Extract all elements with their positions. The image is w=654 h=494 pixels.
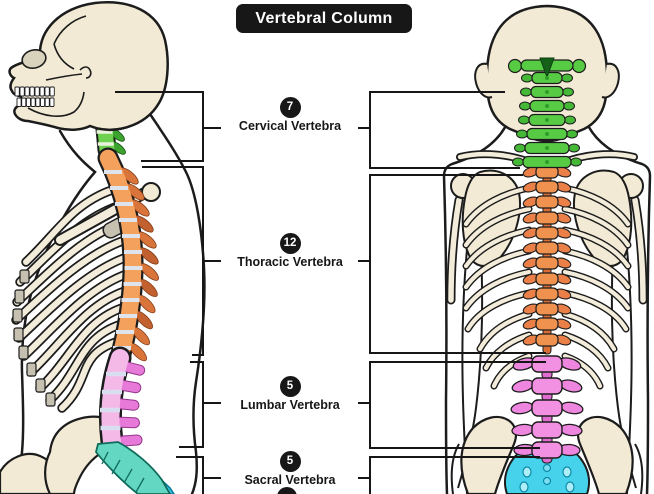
label-thoracic: 12 Thoracic Vertebra	[210, 233, 370, 270]
cervical-count-badge: 7	[279, 97, 301, 118]
thoracic-label: Thoracic Vertebra	[237, 255, 343, 269]
cervical-spine-back	[507, 57, 587, 169]
thoracic-count-badge: 12	[279, 233, 301, 254]
label-cervical: 7 Cervical Vertebra	[210, 97, 370, 134]
lumbar-spine-back	[510, 355, 584, 464]
ribs-side	[11, 185, 132, 413]
costal-cartilage-blocks	[12, 269, 56, 407]
skull-side	[8, 1, 169, 131]
sacral-spine-side	[95, 441, 175, 494]
teeth	[14, 86, 55, 107]
lumbar-count-badge: 5	[279, 376, 301, 397]
sacral-label: Sacral Vertebra	[244, 473, 336, 487]
title-banner: Vertebral Column	[236, 4, 412, 33]
back-view-figure	[442, 4, 652, 494]
label-lumbar: 5 Lumbar Vertebra	[210, 376, 370, 413]
lumbar-label: Lumbar Vertebra	[240, 398, 340, 412]
lumbar-spine-side	[98, 346, 146, 454]
sacral-count-badge: 5	[279, 451, 301, 472]
coccyx-count-badge-partial	[277, 487, 297, 494]
label-sacral: 5 Sacral Vertebra	[210, 451, 370, 488]
ear-right	[601, 62, 620, 99]
eye-socket	[21, 48, 47, 70]
side-view-figure	[0, 1, 206, 494]
thoracic-spine-back	[522, 165, 572, 355]
cervical-label: Cervical Vertebra	[238, 119, 342, 133]
